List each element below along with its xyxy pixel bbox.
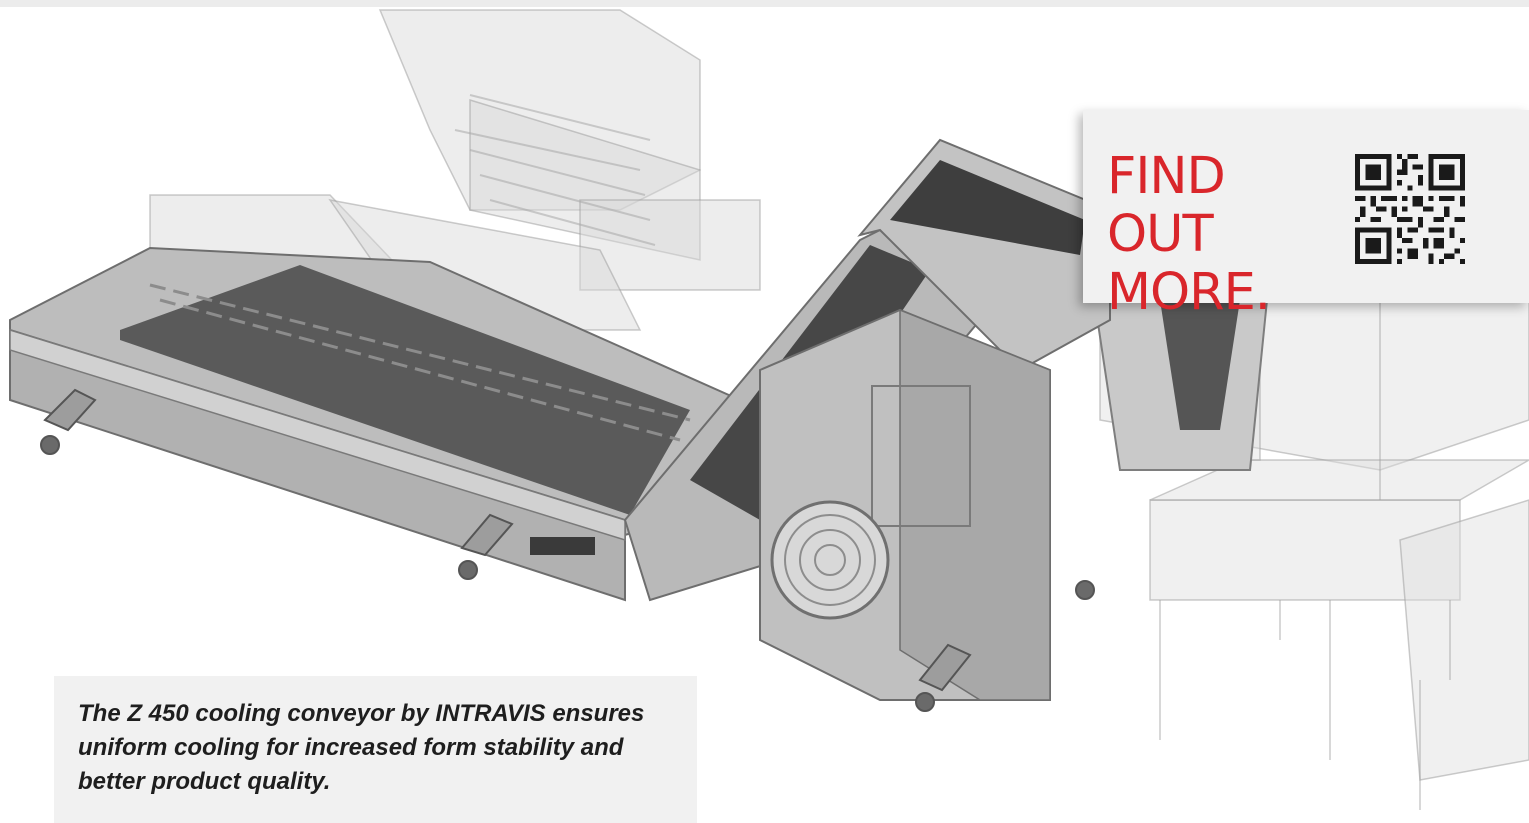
caster-feet bbox=[40, 388, 1095, 712]
ghost-hopper-slats bbox=[454, 94, 656, 246]
discharge-chute bbox=[1088, 269, 1272, 471]
image-caption-box: The Z 450 cooling conveyor by INTRAVIS e… bbox=[54, 676, 697, 823]
conveyor-horizontal-section bbox=[9, 246, 741, 602]
find-out-more-callout[interactable]: FIND OUT MORE. bbox=[1083, 110, 1529, 322]
fan-grille-icon bbox=[770, 500, 890, 620]
cta-line-2: MORE. bbox=[1107, 263, 1271, 322]
cta-line-1: FIND OUT bbox=[1107, 147, 1226, 264]
qr-code-icon[interactable] bbox=[1355, 154, 1465, 264]
top-border-strip bbox=[0, 0, 1529, 7]
access-panel bbox=[871, 385, 971, 527]
image-caption: The Z 450 cooling conveyor by INTRAVIS e… bbox=[78, 700, 645, 795]
find-out-more-text[interactable]: FIND OUT MORE. bbox=[1107, 148, 1337, 322]
side-slot bbox=[530, 537, 595, 555]
cooling-tower-housing bbox=[759, 308, 1051, 701]
belt-slats bbox=[149, 283, 691, 442]
